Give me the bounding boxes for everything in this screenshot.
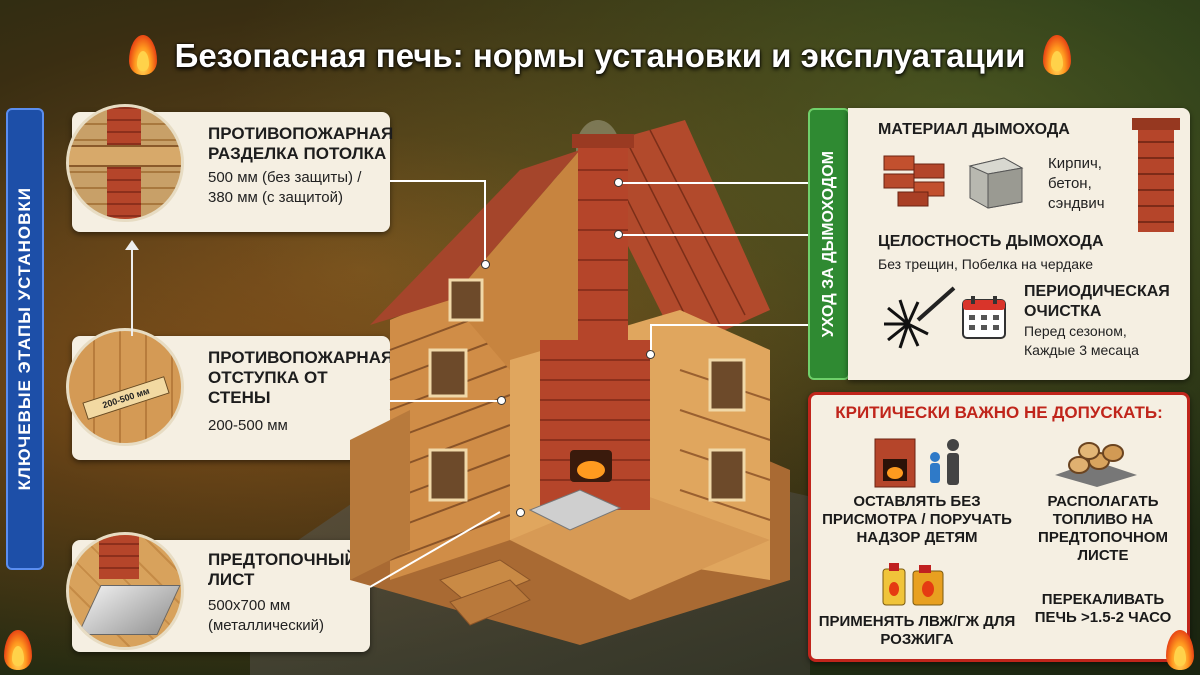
fire-sheet-value-1: 500х700 мм: [208, 597, 291, 614]
leader-line-material: [620, 182, 808, 184]
fire-sheet-heading: ПРЕДТОПОЧНЫЙ ЛИСТ: [208, 550, 357, 589]
leader-line-wall: [390, 400, 500, 402]
fireplace-child-icon: [874, 438, 959, 488]
material-text: Кирпич, бетон, сэндвич: [1048, 155, 1105, 212]
fire-sheet-card: ПРЕДТОПОЧНЫЙ ЛИСТ 500х700 мм (металличес…: [66, 532, 370, 652]
page-title: Безопасная печь: нормы установки и экспл…: [174, 37, 1026, 74]
leader-line-cleaning: [650, 324, 808, 326]
fire-sheet-illustration: [66, 532, 184, 650]
flammable-liquid-icon: [882, 563, 944, 606]
warning-unattended: ОСТАВЛЯТЬ БЕЗ ПРИСМОТРА / ПОРУЧАТЬ НАДЗО…: [822, 493, 1012, 546]
leader-line-cleaning-vert: [650, 324, 652, 354]
critical-warnings-heading: КРИТИЧЕСКИ ВАЖНО НЕ ДОПУСКАТЬ:: [835, 403, 1163, 422]
title-bar: Безопасная печь: нормы установки и экспл…: [10, 24, 1190, 88]
install-stages-label: КЛЮЧЕВЫЕ ЭТАПЫ УСТАНОВКИ: [6, 108, 44, 570]
calendar-icon: [962, 296, 1006, 339]
material-heading: МАТЕРИАЛ ДЫМОХОДА: [878, 121, 1070, 138]
leader-line-ceiling: [390, 180, 486, 182]
critical-warnings-card: КРИТИЧЕСКИ ВАЖНО НЕ ДОПУСКАТЬ: ОСТАВЛЯТЬ…: [808, 392, 1190, 662]
wall-gap-illustration: 200-500 мм: [66, 328, 184, 446]
flame-icon: [125, 33, 161, 79]
wall-clearance-heading: ПРОТИВОПОЖАРНАЯ ОТСТУПКА ОТ СТЕНЫ: [208, 348, 394, 407]
pointer-dot: [516, 508, 525, 517]
warning-fuel-on-sheet: РАСПОЛАГАТЬ ТОПЛИВО НА ПРЕДТОПОЧНОМ ЛИСТ…: [1038, 493, 1168, 564]
ceiling-clearance-value-2: 380 мм (с защитой): [208, 189, 344, 206]
ceiling-clearance-card: ПРОТИВОПОЖАРНАЯ РАЗДЕЛКА ПОТОЛКА 500 мм …: [66, 104, 394, 232]
firewood-icon: [1055, 442, 1137, 487]
pointer-dot: [646, 350, 655, 359]
arrow-head-icon: [125, 240, 139, 250]
chimney-care-card: МАТЕРИАЛ ДЫМОХОДА Кирпич, бетон, сэндвич…: [848, 108, 1190, 380]
pointer-dot: [497, 396, 506, 405]
gap-gauge-label: 200-500 мм: [82, 376, 170, 420]
ceiling-chimney-illustration: [66, 104, 184, 222]
chimney-icon: [1132, 118, 1180, 232]
leader-line-integrity: [620, 234, 808, 236]
chimney-care-label: УХОД ЗА ДЫМОХОДОМ: [808, 108, 850, 380]
ceiling-clearance-value-1: 500 мм (без защиты) /: [208, 169, 362, 186]
wall-clearance-card: 200-500 мм ПРОТИВОПОЖАРНАЯ ОТСТУПКА ОТ С…: [66, 328, 394, 460]
pointer-dot: [614, 230, 623, 239]
arrow-up-icon: [131, 248, 133, 336]
flame-icon: [1039, 33, 1075, 79]
bricks-icon: [883, 155, 945, 207]
concrete-block-icon: [968, 157, 1024, 209]
leader-line-ceiling-vert: [484, 180, 486, 265]
warning-flammable-liquids: ПРИМЕНЯТЬ ЛВЖ/ГЖ ДЛЯ РОЗЖИГА: [818, 613, 1016, 648]
pointer-dot: [481, 260, 490, 269]
cleaning-block: ПЕРИОДИЧЕСКАЯ ОЧИСТКА Перед сезоном, Каж…: [1024, 283, 1170, 358]
integrity-heading: ЦЕЛОСТНОСТЬ ДЫМОХОДА: [878, 233, 1104, 250]
wall-clearance-value: 200-500 мм: [208, 417, 288, 434]
corner-flame-icon: [1162, 628, 1198, 674]
integrity-text: Без трещин, Побелка на чердаке: [878, 256, 1094, 272]
warning-overheating: ПЕРЕКАЛИВАТЬ ПЕЧЬ >1.5-2 ЧАСО: [1034, 591, 1172, 626]
corner-flame-icon: [0, 628, 36, 674]
chimney-brush-icon: [884, 286, 956, 349]
fire-sheet-value-2: (металлический): [208, 617, 325, 634]
ceiling-clearance-heading: ПРОТИВОПОЖАРНАЯ РАЗДЕЛКА ПОТОЛКА: [208, 124, 394, 163]
pointer-dot: [614, 178, 623, 187]
